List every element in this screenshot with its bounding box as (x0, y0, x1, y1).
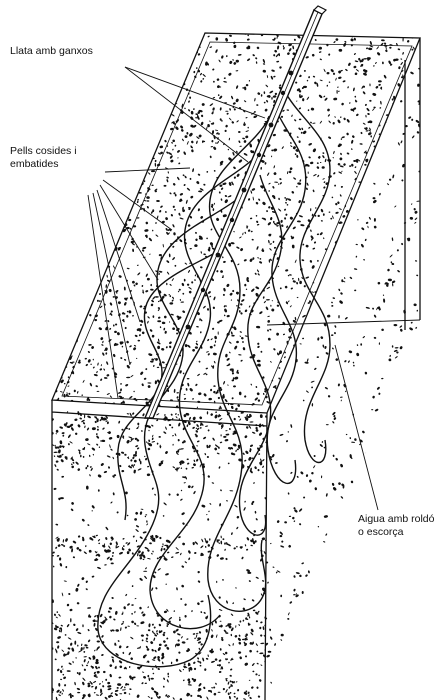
leader-llata-2 (125, 67, 248, 162)
label-water-line-1: Aigua amb roldó (358, 513, 434, 526)
hide-6 (267, 110, 306, 483)
bark-speckle-front (50, 411, 270, 700)
vat-side-face (405, 38, 420, 330)
label-lath-text: Llata amb ganxos (10, 45, 93, 57)
lath-with-hooks (145, 6, 326, 418)
vat-box (52, 33, 420, 700)
hanging-hides (98, 90, 330, 667)
leader-lines (88, 67, 378, 510)
leader-aigua (335, 345, 378, 510)
label-hides-line-2: embatides (10, 158, 77, 171)
vat-inner-rim (62, 42, 412, 405)
vat-rim (52, 33, 420, 413)
leader-pells-2 (103, 180, 172, 230)
leader-llata-1 (125, 67, 265, 118)
leader-pells-5 (93, 193, 130, 365)
label-sewn-hides: Pells cosides i embatides (10, 145, 77, 171)
hide-7 (239, 175, 281, 535)
label-hides-line-1: Pells cosides i (10, 145, 77, 158)
label-tanning-water: Aigua amb roldó o escorça (358, 513, 434, 539)
label-water-line-2: o escorça (358, 526, 434, 539)
label-lath-with-hooks: Llata amb ganxos (10, 45, 93, 58)
